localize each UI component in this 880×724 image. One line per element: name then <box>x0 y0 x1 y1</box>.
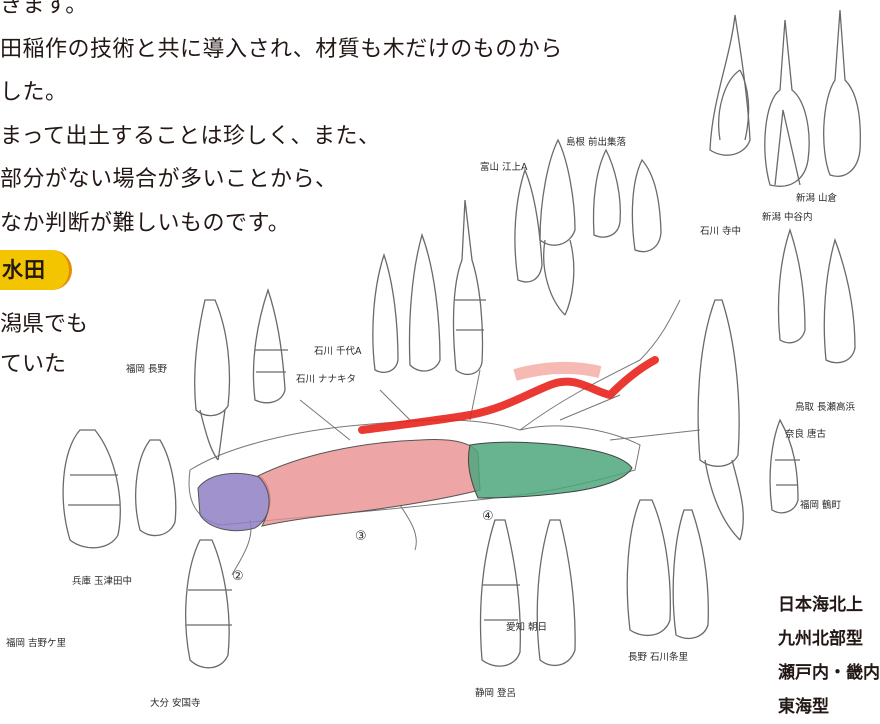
tool-label: 兵庫 玉津田中 <box>72 575 132 587</box>
tool-label: 石川 千代A <box>314 346 362 357</box>
tool-label: 新潟 山倉 <box>796 192 838 204</box>
intro-paragraph: きます。 田稲作の技術と共に導入され、材質も木だけのものから した。 まって出土… <box>0 0 680 245</box>
japan-map-outline <box>188 299 701 576</box>
tool-label: 大分 安国寺 <box>150 697 201 709</box>
legend-item: 瀬戸内・畿内 <box>778 663 880 683</box>
side-line: ていた <box>0 352 67 377</box>
tool-label: 石川 ナナキタ <box>296 374 356 385</box>
region-number: ④ <box>482 509 494 524</box>
region-number: ② <box>232 569 244 584</box>
region-tokai-green <box>467 441 633 499</box>
side-paragraph: 潟県でも ていた <box>0 305 88 385</box>
region-kyushu-purple <box>197 472 271 532</box>
region-setouchi-pink <box>257 439 481 527</box>
route-line-red <box>358 356 659 434</box>
tool-label: 静岡 登呂 <box>475 687 516 699</box>
intro-line: 田稲作の技術と共に導入され、材質も木だけのものから <box>0 36 563 62</box>
tool-label: 奈良 唐古 <box>785 428 827 440</box>
tool-label: 福岡 吉野ケ里 <box>6 637 66 649</box>
side-line: 潟県でも <box>0 312 89 337</box>
region-number: ③ <box>355 529 367 544</box>
tool-label: 鳥取 長瀬高浜 <box>795 401 856 413</box>
tool-label: 島根 前出集落 <box>566 136 627 148</box>
tool-label: 富山 江上A <box>480 161 528 173</box>
tool-sketches <box>62 9 861 669</box>
tool-label: 福岡 長野 <box>126 363 168 375</box>
intro-line: きます。 <box>0 0 88 18</box>
tool-label: 新潟 中谷内 <box>762 211 813 223</box>
intro-line: なか判断が難しいものです。 <box>0 210 291 236</box>
tool-label: 福岡 鶴町 <box>800 499 842 511</box>
legend-item: 東海型 <box>778 697 829 717</box>
type-legend: 日本海北上 九州北部型 瀬戸内・畿内 東海型 <box>778 588 880 724</box>
intro-line: した。 <box>0 80 68 105</box>
intro-line: 部分がない場合が多いことから、 <box>0 167 338 192</box>
section-badge: 水田 <box>0 250 72 290</box>
tool-label: 愛知 朝日 <box>506 621 547 633</box>
tool-label: 石川 寺中 <box>700 225 741 237</box>
legend-item: 日本海北上 <box>778 595 863 615</box>
intro-line: まって出土することは珍しく、また、 <box>0 123 381 149</box>
tool-label: 長野 石川条里 <box>628 651 688 663</box>
legend-item: 九州北部型 <box>778 629 863 649</box>
tool-labels: 島根 前出集落 富山 江上A 石川 ナナキタ 石川 千代A 福岡 長野 兵庫 玉… <box>6 136 856 709</box>
